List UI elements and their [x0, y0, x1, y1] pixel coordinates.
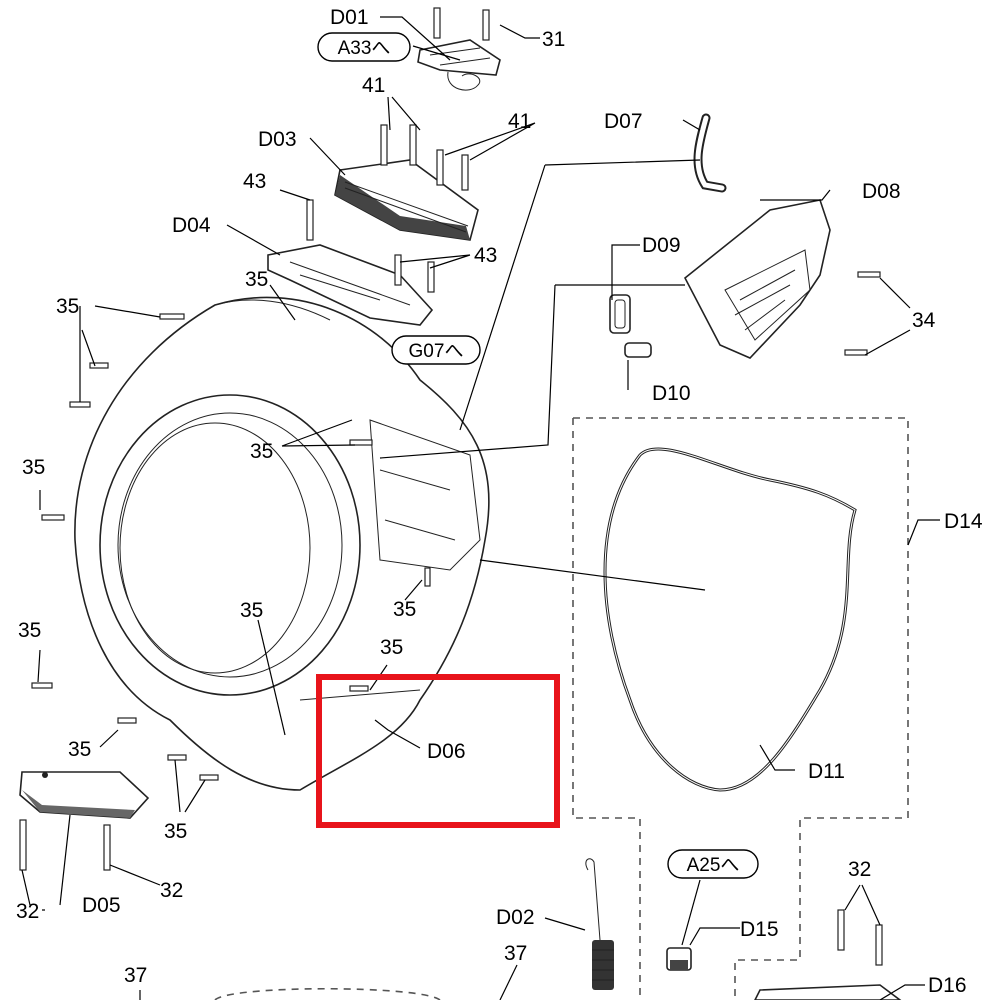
screw-35f[interactable]	[117, 717, 137, 724]
screw-35a[interactable]	[159, 313, 185, 320]
screw-43b[interactable]	[394, 254, 402, 286]
label-43-left: 43	[243, 170, 266, 193]
label-d03: D03	[258, 128, 297, 151]
part-d03-block[interactable]	[334, 159, 479, 241]
screw-35e[interactable]	[31, 682, 53, 689]
label-d06: D06	[427, 740, 466, 763]
part-d04-bracket[interactable]	[267, 244, 434, 326]
part-d02-spring[interactable]	[585, 858, 614, 990]
label-35-upper-left: 35	[56, 295, 79, 318]
screw-32d[interactable]	[875, 924, 883, 966]
label-32-left: 32	[16, 900, 39, 923]
label-d16: D16	[928, 974, 967, 997]
label-35-top: 35	[245, 268, 268, 291]
screw-41d[interactable]	[461, 154, 469, 191]
screw-34a[interactable]	[857, 271, 881, 278]
part-d01-bracket[interactable]	[417, 39, 501, 91]
part-d10-clip[interactable]	[624, 342, 652, 358]
screw-32c[interactable]	[837, 909, 845, 951]
part-d08-duct[interactable]	[683, 199, 831, 359]
label-d05: D05	[82, 894, 121, 917]
label-35-inner: 35	[240, 599, 263, 622]
part-d05-plate[interactable]	[19, 771, 150, 819]
screw-35k[interactable]	[349, 685, 369, 692]
label-37-mid: 37	[504, 942, 527, 965]
ref-g07[interactable]: G07へ	[391, 335, 481, 365]
label-35-bottom-left: 35	[68, 738, 91, 761]
label-d02: D02	[496, 906, 535, 929]
highlight-box	[316, 674, 560, 828]
label-41-right: 41	[508, 110, 531, 133]
label-35-left: 35	[22, 456, 45, 479]
screw-41b[interactable]	[409, 124, 417, 166]
screw-35j[interactable]	[424, 567, 431, 587]
label-31: 31	[542, 28, 565, 51]
label-41-left: 41	[362, 74, 385, 97]
screw-43a[interactable]	[306, 199, 314, 241]
label-43-right: 43	[474, 244, 497, 267]
label-d08: D08	[862, 180, 901, 203]
part-d09-clip[interactable]	[609, 294, 631, 334]
label-d11: D11	[808, 760, 845, 783]
label-35-bottom: 35	[164, 820, 187, 843]
label-d09: D09	[642, 234, 681, 257]
ref-a33-label: A33へ	[338, 38, 391, 59]
label-d14: D14	[944, 510, 983, 533]
screw-41a[interactable]	[380, 124, 388, 166]
screw-35h[interactable]	[199, 774, 219, 781]
label-32-mid: 32	[160, 879, 183, 902]
label-32-right: 32	[848, 858, 871, 881]
screw-35d[interactable]	[41, 514, 65, 521]
screw-35b[interactable]	[89, 362, 109, 369]
label-35-lower-left: 35	[18, 619, 41, 642]
part-d15-fitting[interactable]	[666, 947, 692, 971]
label-35-mid: 35	[250, 440, 273, 463]
screw-35g[interactable]	[167, 754, 187, 761]
screw-34b[interactable]	[844, 349, 868, 356]
group-d14-lower-outline	[214, 987, 441, 1000]
label-d15: D15	[740, 918, 779, 941]
screw-32a[interactable]	[19, 819, 27, 871]
screw-35c[interactable]	[69, 401, 91, 408]
part-d16[interactable]	[754, 984, 902, 1000]
label-d10: D10	[652, 382, 691, 405]
ref-a25-label: A25へ	[687, 855, 740, 876]
part-d07-hose[interactable]	[693, 113, 727, 193]
label-34: 34	[912, 309, 936, 332]
group-d14-outline	[572, 417, 909, 1000]
part-d06-tub-front[interactable]	[74, 296, 490, 791]
label-37-left: 37	[124, 964, 147, 987]
screw-43c[interactable]	[427, 261, 435, 293]
ref-g07-label: G07へ	[409, 341, 464, 362]
part-d11-gasket[interactable]	[603, 447, 857, 792]
screw-32b[interactable]	[103, 824, 111, 871]
label-d04: D04	[172, 214, 211, 237]
label-35-right: 35	[393, 598, 416, 621]
ref-a33[interactable]: A33へ	[317, 32, 411, 62]
label-d07: D07	[604, 110, 643, 133]
label-35-lower-right: 35	[380, 636, 403, 659]
screw-31b[interactable]	[482, 9, 490, 41]
screw-41c[interactable]	[436, 149, 444, 186]
ref-a25[interactable]: A25へ	[667, 849, 759, 879]
leader-lines	[21, 16, 940, 1000]
screw-35i[interactable]	[349, 439, 373, 446]
label-d01: D01	[330, 6, 369, 29]
screw-31a[interactable]	[433, 7, 441, 39]
